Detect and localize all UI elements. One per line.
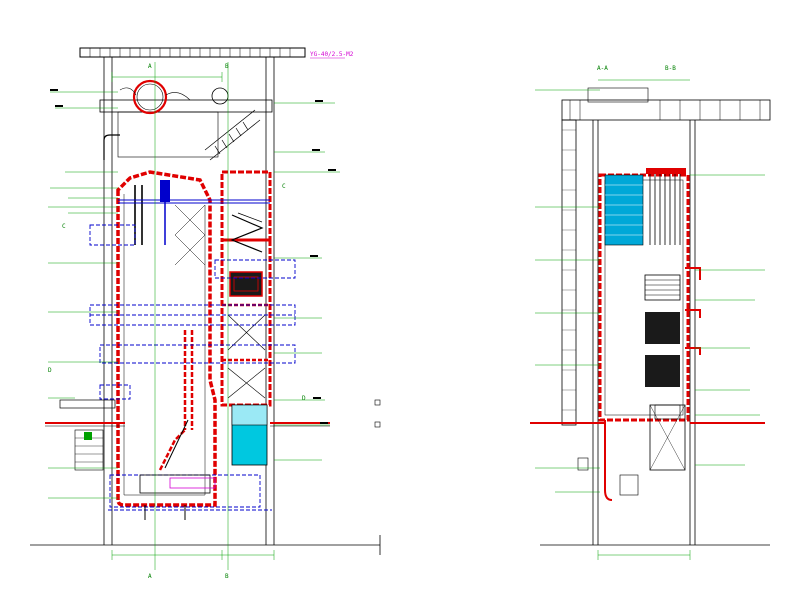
section-mark-b-bottom: B	[225, 573, 229, 580]
section-mark-d-right: D	[302, 395, 306, 402]
section-mark-b-top: B	[225, 63, 229, 70]
section-mark-c-left: C	[62, 223, 66, 230]
section-mark-d-left: D	[48, 367, 52, 374]
section-mark-c-right: C	[282, 183, 286, 190]
section-label-bb: B-B	[665, 65, 676, 72]
drawing-title: YG-40/2.5-M2	[310, 51, 354, 58]
front-view: A B A B C C D D	[30, 47, 381, 580]
section-label-aa: A-A	[597, 65, 608, 72]
section-mark-a-top: A	[148, 63, 152, 70]
section-mark-a-bottom: A	[148, 573, 152, 580]
side-view: A-A B-B	[530, 65, 771, 560]
